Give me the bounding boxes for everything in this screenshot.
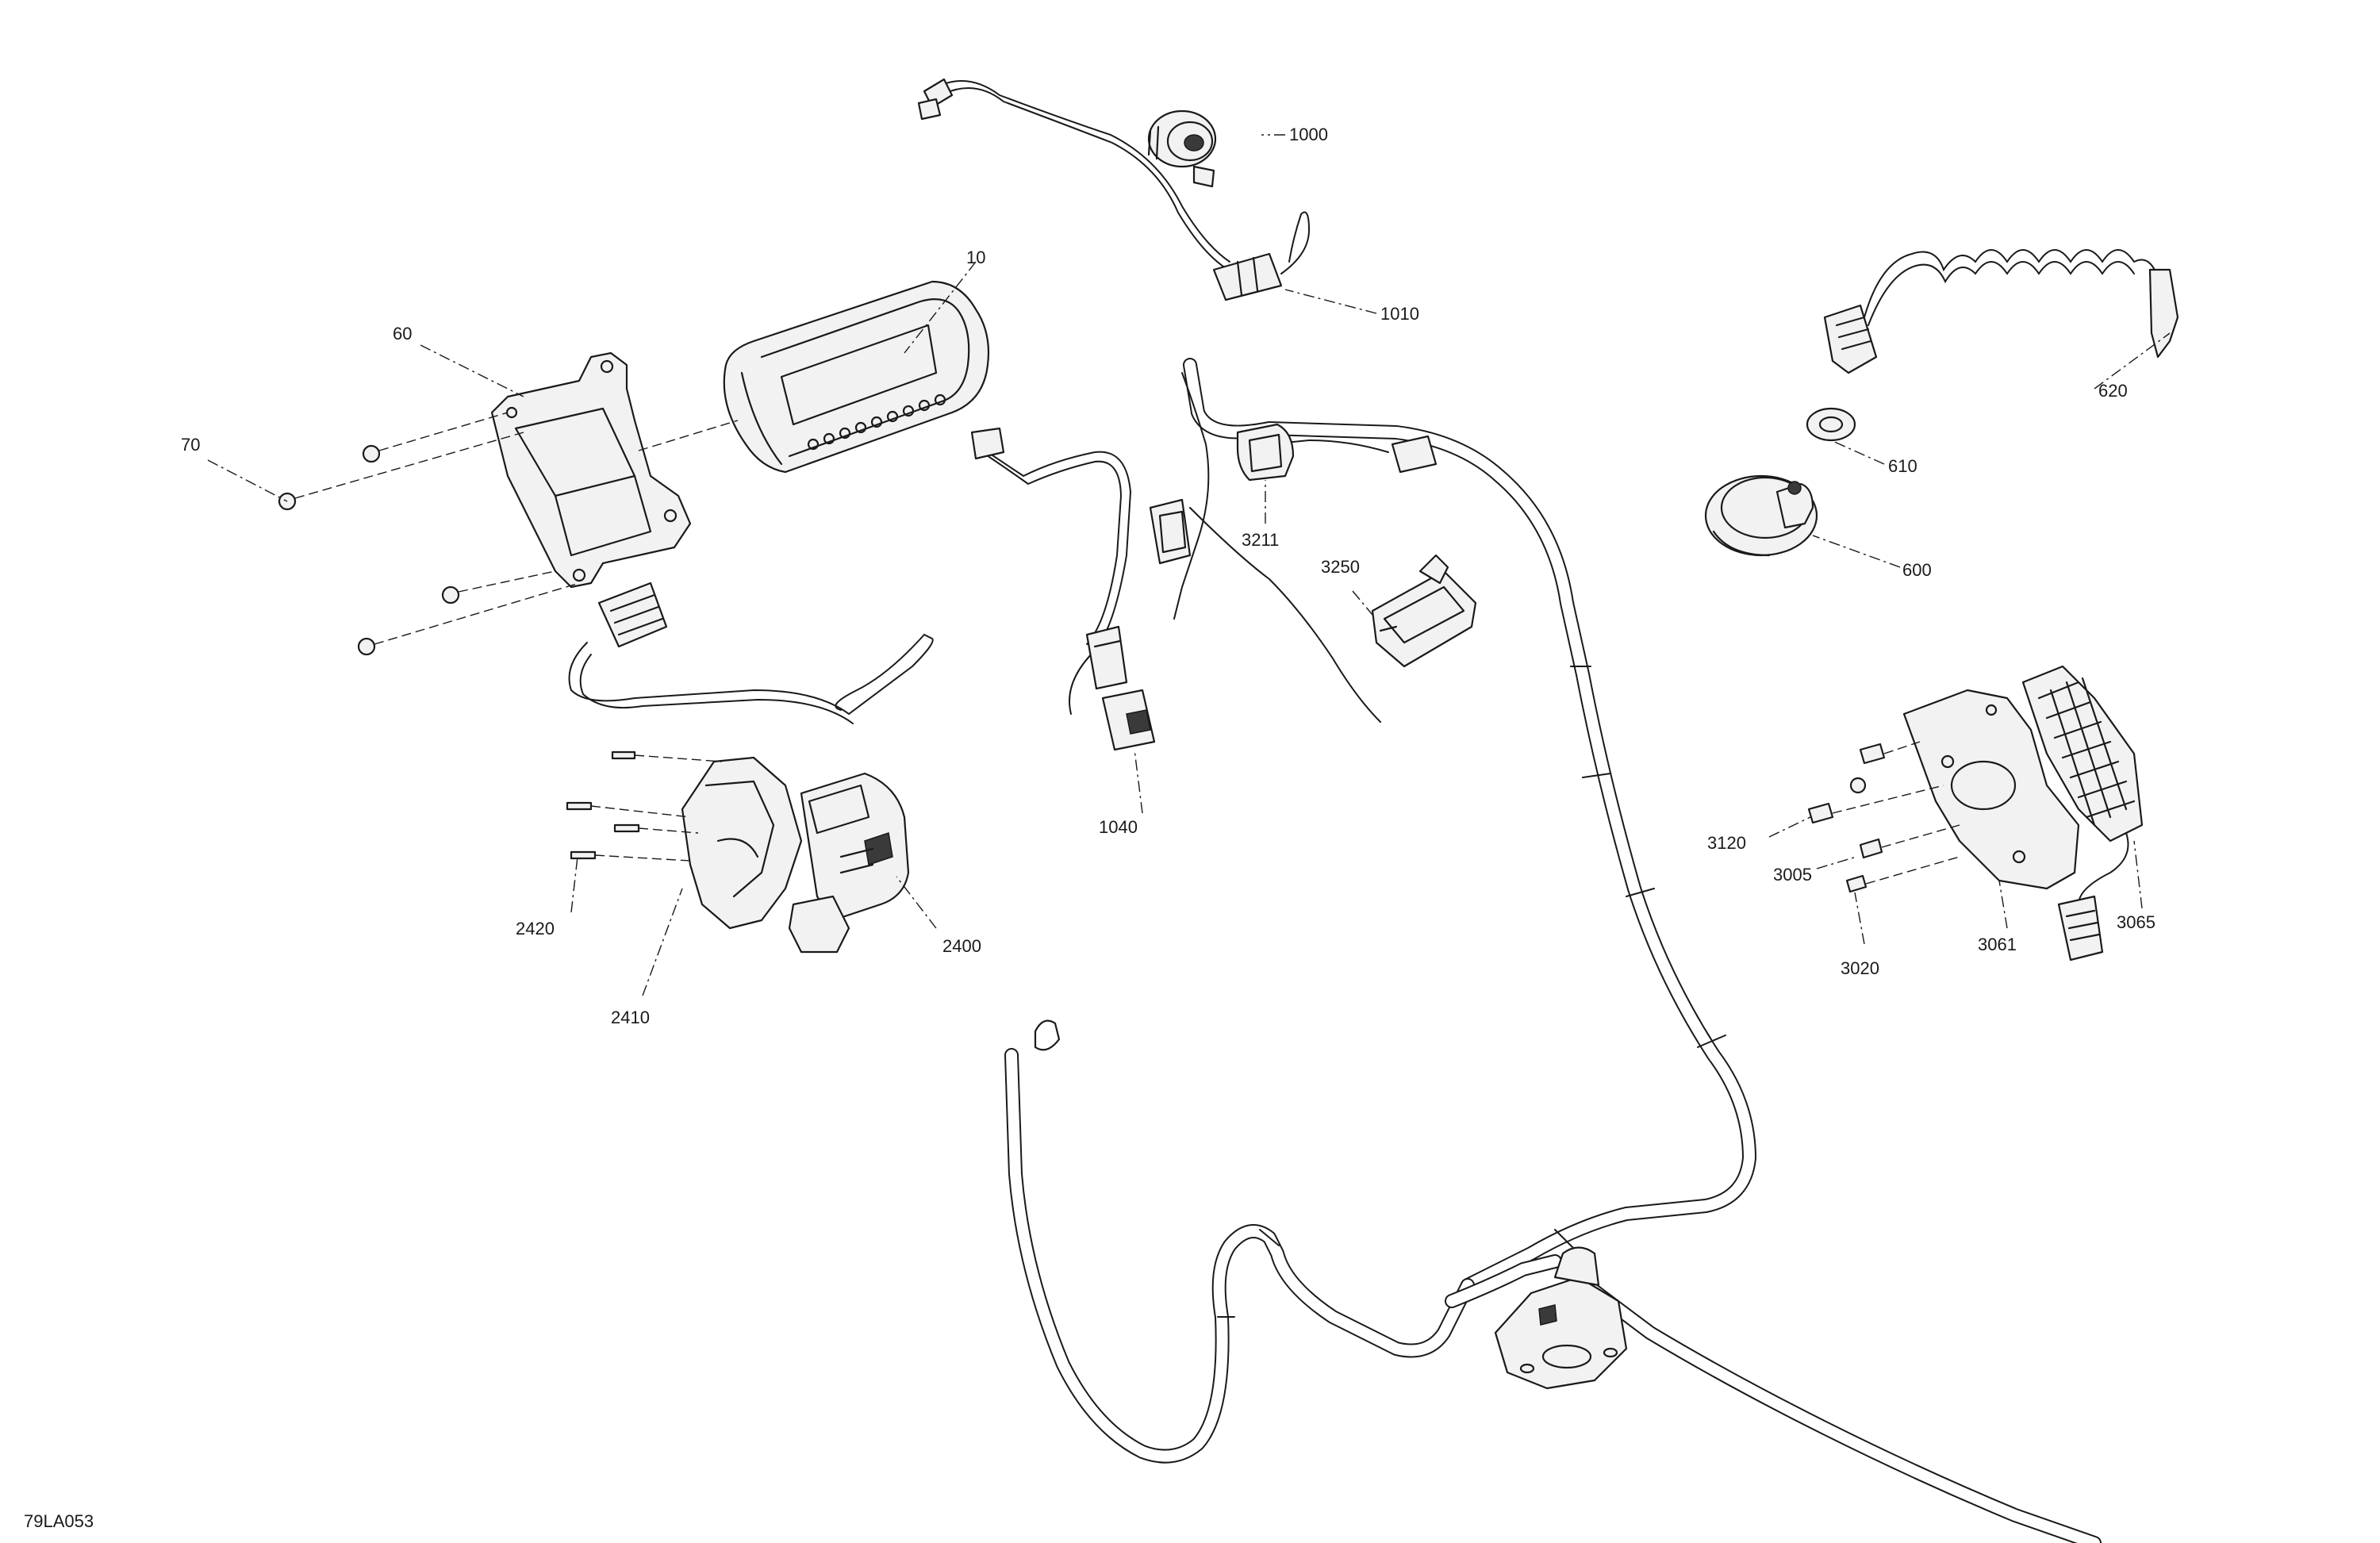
callout-3120: 3120 <box>1707 833 1746 853</box>
callout-70: 70 <box>181 435 200 455</box>
screws-70 <box>278 412 739 656</box>
callout-3020: 3020 <box>1841 958 1879 978</box>
callout-3211: 3211 <box>1242 530 1279 550</box>
callout-10: 10 <box>966 248 985 267</box>
callout-620: 620 <box>2098 381 2128 401</box>
connector-1040 <box>1085 625 1156 751</box>
callout-610: 610 <box>1888 456 1917 476</box>
cluster-bracket-60 <box>490 351 692 589</box>
diagram-reference-code: 79LA053 <box>24 1511 94 1531</box>
callout-3250: 3250 <box>1321 557 1360 577</box>
nut-610 <box>1806 407 1856 442</box>
lanyard-cord-620 <box>1823 249 2179 374</box>
ignition-switch-600 <box>1704 474 1818 557</box>
screws-2420 <box>566 750 723 862</box>
callout-1000: 1000 <box>1289 125 1328 144</box>
auxiliary-harness-1010 <box>917 78 1311 301</box>
switch-housing-2400 <box>788 772 910 954</box>
regulator-3065 <box>2021 665 2144 961</box>
power-outlet-1000 <box>1147 109 1217 188</box>
callout-1040: 1040 <box>1099 817 1138 837</box>
harness-junction-sensor <box>1494 1246 1628 1390</box>
branch-harness <box>970 372 1389 723</box>
callout-60: 60 <box>393 324 412 344</box>
main-wiring-harness <box>1004 358 2102 1543</box>
callout-1010: 1010 <box>1380 304 1419 324</box>
switch-housing-cover-2410 <box>681 756 803 930</box>
callout-3061: 3061 <box>1978 935 2017 954</box>
callout-2410: 2410 <box>611 1008 650 1027</box>
callout-2400: 2400 <box>942 936 981 956</box>
switch-3250 <box>1371 554 1477 668</box>
callout-labels: 10 60 70 600 610 620 1000 1010 1040 2400… <box>181 125 2155 1027</box>
callout-2420: 2420 <box>516 919 555 938</box>
fasteners-3005-3020-3120 <box>1807 741 1960 893</box>
callout-leaders <box>207 134 2171 996</box>
callout-3065: 3065 <box>2117 912 2155 932</box>
cluster-indicator-row <box>807 393 946 451</box>
connector-3211 <box>1149 423 1438 565</box>
switch-harness <box>568 582 934 724</box>
instrument-cluster-10 <box>723 280 990 474</box>
callout-3005: 3005 <box>1773 865 1812 885</box>
callout-600: 600 <box>1902 560 1932 580</box>
bracket-3061 <box>1902 689 2080 890</box>
